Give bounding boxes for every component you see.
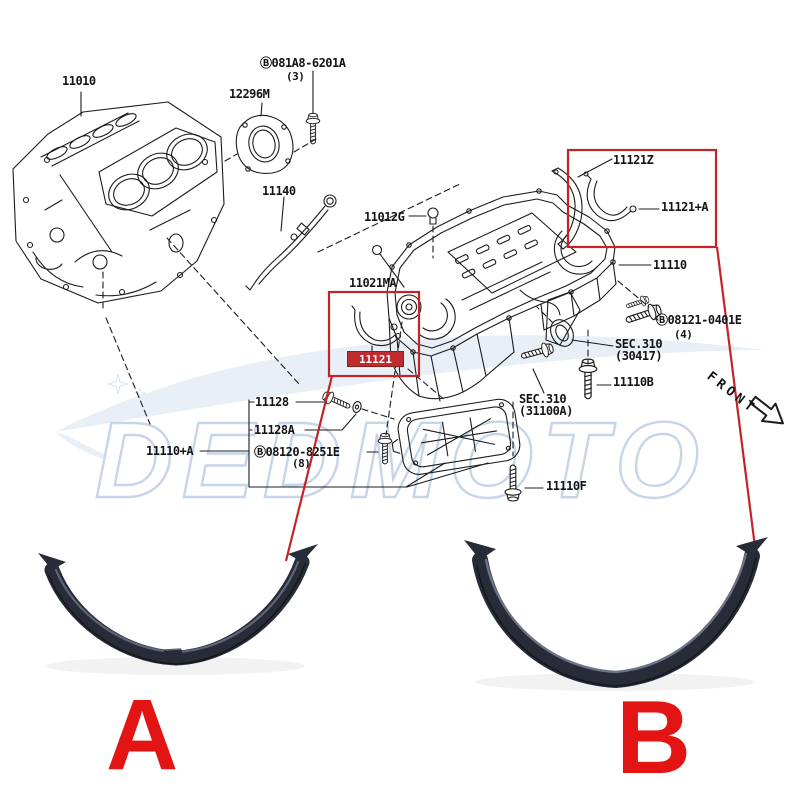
label-11121-highlighted: 11121 <box>347 351 404 367</box>
label-11110: 11110 <box>653 258 687 272</box>
label-11110b: 11110B <box>613 375 654 389</box>
engine-block-drawing <box>12 91 225 304</box>
label-12296m: 12296M <box>229 87 270 101</box>
oil-level-gauge-drawing <box>245 194 337 291</box>
washer-11128a-drawing <box>352 401 362 413</box>
bolt-sec310-drawing <box>519 340 556 394</box>
alignment-dashes <box>102 138 650 457</box>
callout-bracket <box>199 399 446 488</box>
label-11121a: 11121+A <box>661 200 709 214</box>
rear-plate-drawing <box>235 102 294 174</box>
label-11140: 11140 <box>262 184 296 198</box>
oring-sec310-drawing <box>550 319 614 347</box>
leader-11121z <box>577 158 613 178</box>
label-11110f: 11110F <box>546 479 587 493</box>
callout-line-a <box>284 375 334 562</box>
part-11021ma-drawing <box>371 244 405 288</box>
bolt-11128-drawing <box>295 388 362 431</box>
seal-11121-drawing <box>351 305 402 352</box>
label-sec310-pump-num: (30417) <box>615 349 663 363</box>
label-11128a: 11128A <box>254 423 295 437</box>
label-08121-qty: (4) <box>674 328 693 341</box>
label-sec310-strainer-num: (31100A) <box>519 404 573 418</box>
bolt-11110f-drawing <box>504 464 544 502</box>
label-sec310-strainer: SEC.310 <box>519 392 567 406</box>
label-11021ma: 11021MA <box>349 276 397 290</box>
label-11010: 11010 <box>62 74 96 88</box>
oil-pan-lower-drawing <box>391 398 521 488</box>
label-11110pa: 11110+A <box>146 444 194 458</box>
label-081a8: Ⓑ081A8-6201A <box>260 56 346 70</box>
leader-sec310-strainer <box>532 368 545 394</box>
label-sec310-pump: SEC.310 <box>615 337 663 351</box>
label-11121z: 11121Z <box>613 153 654 167</box>
plug-11012g-drawing <box>408 207 439 225</box>
bolt-08121-drawing <box>623 293 664 329</box>
callout-line-b <box>715 246 757 548</box>
sparkle-icon <box>107 367 147 400</box>
callout-box-b <box>566 148 718 249</box>
seal-a-letter: A <box>106 679 179 791</box>
seal-11121z-drawing <box>551 158 613 250</box>
label-08121: Ⓑ08121-0401E <box>656 313 742 327</box>
leader-sec310-pump <box>571 339 614 347</box>
label-11012g: 11012G <box>364 210 405 224</box>
leader-lower-pan <box>406 462 489 488</box>
watermark-text: DEDMOTO <box>95 399 708 520</box>
bolt-11110b-drawing <box>578 358 612 400</box>
label-11128: 11128 <box>255 395 289 409</box>
watermark-swoosh-tail <box>55 432 125 464</box>
leader-11140 <box>280 196 285 232</box>
label-08120-qty: (8) <box>292 457 311 470</box>
label-081a8-qty: (3) <box>286 70 305 83</box>
seal-11121a-drawing <box>583 171 660 222</box>
watermark-swoosh <box>55 335 765 432</box>
seal-photo-b <box>464 537 768 691</box>
label-08120: Ⓑ08120-8251E <box>254 445 340 459</box>
front-arrow-icon <box>749 395 784 425</box>
seal-photo-a <box>38 544 318 675</box>
bolt-081a8-drawing <box>305 70 321 145</box>
bolt-08120-drawing <box>366 432 393 465</box>
callout-box-a <box>327 290 421 378</box>
seal-b-letter: B <box>616 680 692 796</box>
timing-end-circles <box>390 294 422 331</box>
baffle-slots <box>455 224 538 279</box>
watermark: DEDMOTO <box>55 335 765 521</box>
